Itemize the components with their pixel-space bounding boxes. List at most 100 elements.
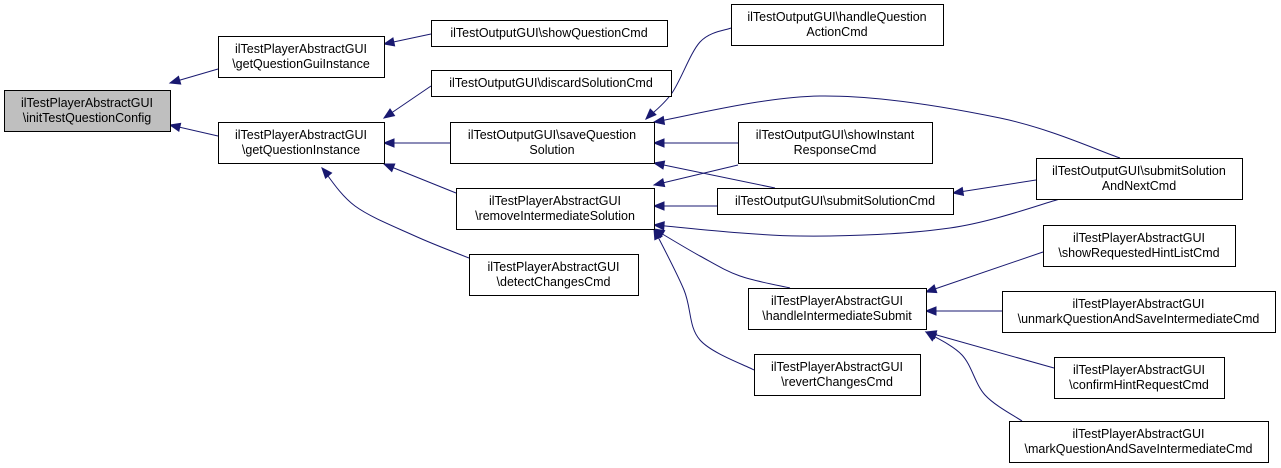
node-label: \getQuestionInstance <box>242 143 360 157</box>
node-box <box>4 90 171 132</box>
graph-node-n0[interactable]: ilTestPlayerAbstractGUI\initTestQuestion… <box>4 90 171 132</box>
graph-node-n6[interactable]: ilTestPlayerAbstractGUI\removeIntermedia… <box>456 188 655 230</box>
graph-node-n16[interactable]: ilTestPlayerAbstractGUI\confirmHintReque… <box>1054 357 1225 399</box>
edge-line <box>653 95 1121 159</box>
edge-n15-to-n11 <box>924 306 1002 316</box>
node-label: ilTestPlayerAbstractGUI <box>771 360 903 374</box>
node-label: \unmarkQuestionAndSaveIntermediateCmd <box>1018 312 1260 326</box>
node-box <box>1036 158 1243 200</box>
node-label: \confirmHintRequestCmd <box>1069 378 1209 392</box>
graph-node-n2[interactable]: ilTestPlayerAbstractGUI\getQuestionInsta… <box>218 122 385 164</box>
edge-n17-to-n11 <box>924 331 1023 422</box>
arrow-head-icon <box>382 37 396 47</box>
arrow-head-icon <box>924 284 938 294</box>
node-box <box>450 122 655 164</box>
edge-n7-to-n2 <box>321 166 470 259</box>
node-box <box>431 20 668 47</box>
edges-layer <box>168 27 1121 422</box>
graph-node-n15[interactable]: ilTestPlayerAbstractGUI\unmarkQuestionAn… <box>1002 291 1276 333</box>
edge-n1-to-n0 <box>168 68 219 85</box>
edge-line <box>925 331 1055 369</box>
graph-node-n14[interactable]: ilTestPlayerAbstractGUI\showRequestedHin… <box>1043 225 1236 267</box>
node-label: ilTestOutputGUI\saveQuestion <box>468 128 636 142</box>
node-box <box>754 354 921 396</box>
arrow-head-icon <box>645 108 657 120</box>
node-box <box>469 254 639 296</box>
node-label: ilTestOutputGUI\showInstant <box>756 128 915 142</box>
graph-node-n12[interactable]: ilTestPlayerAbstractGUI\revertChangesCmd <box>754 354 921 396</box>
node-box <box>218 36 385 78</box>
edge-line <box>321 167 470 259</box>
node-label: ilTestPlayerAbstractGUI <box>488 260 620 274</box>
edge-line <box>925 331 1023 422</box>
node-label: ilTestOutputGUI\showQuestionCmd <box>450 26 647 40</box>
node-box <box>1054 357 1225 399</box>
node-label: ilTestPlayerAbstractGUI <box>235 42 367 56</box>
edge-n16-to-n11 <box>924 330 1055 369</box>
arrow-head-icon <box>168 75 182 85</box>
edge-n8-to-n5 <box>645 27 732 120</box>
edge-n13-to-n10 <box>951 179 1037 197</box>
edge-n4-to-n2 <box>382 85 432 119</box>
arrow-head-icon <box>652 177 666 188</box>
edge-n10-to-n5 <box>652 160 776 189</box>
node-label: ilTestPlayerAbstractGUI <box>489 194 621 208</box>
edge-n12-to-n6 <box>653 227 755 371</box>
edge-line <box>653 162 776 189</box>
node-box <box>731 4 944 46</box>
node-label: ilTestOutputGUI\submitSolution <box>1052 164 1226 178</box>
edge-line <box>653 164 739 186</box>
node-label: AndNextCmd <box>1102 179 1176 193</box>
node-label: ilTestPlayerAbstractGUI <box>1073 231 1205 245</box>
graph-node-n3[interactable]: ilTestOutputGUI\showQuestionCmd <box>431 20 668 47</box>
node-label: Solution <box>529 143 574 157</box>
arrow-head-icon <box>652 115 666 126</box>
arrow-head-icon <box>168 122 182 132</box>
node-label: \handleIntermediateSubmit <box>762 309 912 323</box>
node-label: ilTestPlayerAbstractGUI <box>1073 427 1205 441</box>
arrow-head-icon <box>951 186 965 197</box>
node-label: ResponseCmd <box>794 143 877 157</box>
arrow-head-icon <box>321 166 333 180</box>
node-label: ilTestPlayerAbstractGUI <box>1073 363 1205 377</box>
node-box <box>748 288 927 330</box>
node-label: ActionCmd <box>806 25 867 39</box>
edge-n5-to-n2 <box>382 138 450 148</box>
node-box <box>738 122 933 164</box>
node-label: \showRequestedHintListCmd <box>1058 246 1219 260</box>
edge-n9-to-n6 <box>652 164 739 188</box>
arrow-head-icon <box>924 306 937 316</box>
node-label: \detectChangesCmd <box>497 275 611 289</box>
edge-n10-to-n6 <box>652 201 717 211</box>
node-label: \revertChangesCmd <box>781 375 893 389</box>
arrow-head-icon <box>924 331 938 342</box>
arrow-head-icon <box>382 163 396 173</box>
arrow-head-icon <box>382 108 396 119</box>
nodes-layer: ilTestPlayerAbstractGUI \initTestQuestion… <box>4 4 1276 463</box>
edge-n13-to-n5 <box>652 95 1121 159</box>
edge-line <box>653 228 755 371</box>
node-box <box>1043 225 1236 267</box>
graph-node-n7[interactable]: ilTestPlayerAbstractGUI\detectChangesCmd <box>469 254 639 296</box>
node-box <box>1009 421 1269 463</box>
graph-node-n17[interactable]: ilTestPlayerAbstractGUI\markQuestionAndS… <box>1009 421 1269 463</box>
arrow-head-icon <box>652 138 665 148</box>
node-label: \initTestQuestionConfig <box>23 111 152 125</box>
graph-node-n4[interactable]: ilTestOutputGUI\discardSolutionCmd <box>431 70 672 97</box>
node-label: ilTestPlayerAbstractGUI <box>235 128 367 142</box>
edge-n14-to-n11 <box>924 251 1044 294</box>
edge-line <box>383 163 457 194</box>
node-box <box>431 70 672 97</box>
edge-line <box>952 179 1037 194</box>
edge-n3-to-n1 <box>382 33 432 47</box>
graph-node-n1[interactable]: ilTestPlayerAbstractGUI\getQuestionGuiIn… <box>218 36 385 78</box>
graph-node-n11[interactable]: ilTestPlayerAbstractGUI\handleIntermedia… <box>748 288 927 330</box>
graph-node-n10[interactable]: ilTestOutputGUI\submitSolutionCmd <box>717 188 954 215</box>
arrow-head-icon <box>652 221 665 231</box>
node-label: ilTestPlayerAbstractGUI <box>1073 297 1205 311</box>
